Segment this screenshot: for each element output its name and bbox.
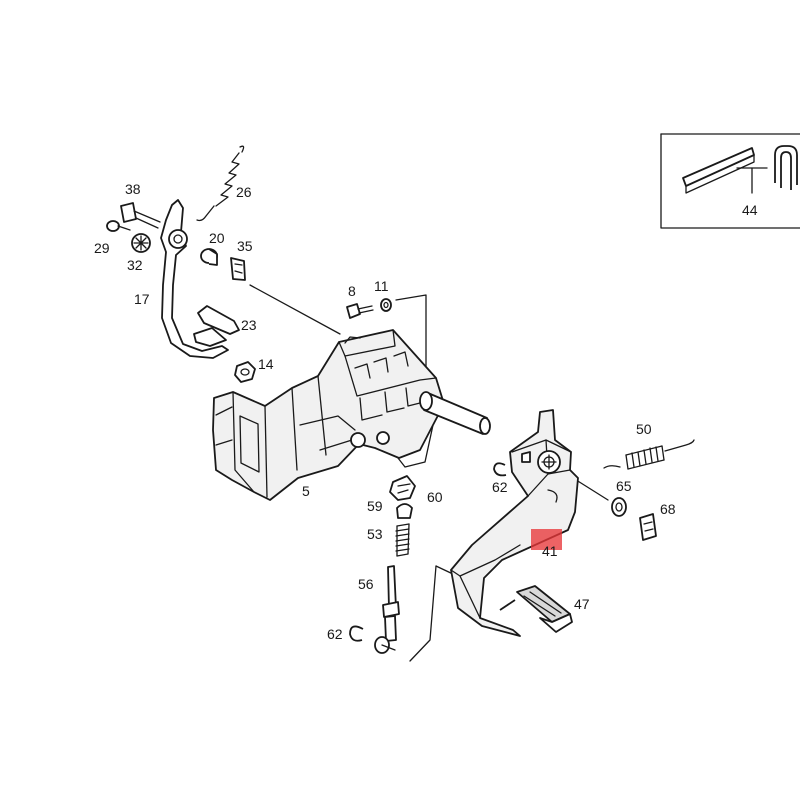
bushing-20: [200, 248, 218, 266]
spring-53: [395, 523, 410, 557]
washer-65: [611, 497, 627, 517]
push-rod-56: [374, 565, 400, 654]
pedal-bracket-5: [212, 329, 445, 501]
label-32: 32: [127, 257, 143, 273]
label-35: 35: [237, 238, 253, 254]
label-14: 14: [258, 356, 274, 372]
circlip-62a: [349, 625, 364, 642]
label-26: 26: [236, 184, 252, 200]
left-pedal-arm: [106, 199, 229, 359]
label-20: 20: [209, 230, 225, 246]
label-29: 29: [94, 240, 110, 256]
label-59: 59: [367, 498, 383, 514]
label-60: 60: [427, 489, 443, 505]
label-56: 56: [358, 576, 374, 592]
label-53: 53: [367, 526, 383, 542]
bracket-23: [193, 305, 240, 347]
label-17: 17: [134, 291, 150, 307]
clip-59-60: [389, 475, 416, 519]
label-62-left: 62: [327, 626, 343, 642]
highlight-marker: [531, 529, 562, 550]
label-62-right: 62: [492, 479, 508, 495]
label-8: 8: [348, 283, 356, 299]
label-38: 38: [125, 181, 141, 197]
bolt-8: [346, 303, 374, 319]
label-50: 50: [636, 421, 652, 437]
inset-box-44: [660, 133, 800, 229]
label-68: 68: [660, 501, 676, 517]
washer-11: [380, 298, 392, 312]
nut-14: [234, 361, 256, 383]
clip-68: [639, 513, 657, 541]
spring-50: [603, 439, 695, 470]
pivot-shaft: [419, 391, 491, 435]
circlip-62b: [493, 462, 507, 477]
label-65: 65: [616, 478, 632, 494]
spring-26: [196, 145, 245, 222]
brake-pedal-41: [450, 409, 579, 637]
label-11: 11: [374, 278, 389, 294]
label-44: 44: [742, 202, 758, 218]
label-5: 5: [302, 483, 310, 499]
label-23: 23: [241, 317, 257, 333]
label-41: 41: [542, 543, 558, 559]
clip-35: [230, 257, 246, 281]
label-47: 47: [574, 596, 590, 612]
pedal-pad-47: [499, 585, 573, 633]
part-labels: 38 26 29 32 20 35 17 23 14 8 11 5 59 60 …: [94, 181, 758, 642]
